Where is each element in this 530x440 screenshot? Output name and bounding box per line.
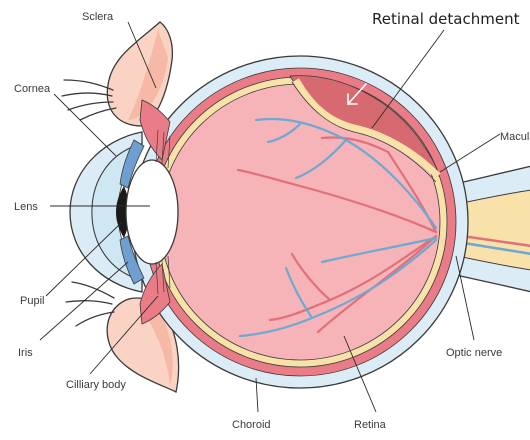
diagram-title: Retinal detachment: [372, 10, 520, 28]
label-retina: Retina: [354, 419, 387, 431]
lower-eyelashes: [66, 282, 114, 326]
label-pupil: Pupil: [20, 295, 44, 307]
label-optic-nerve: Optic nerve: [446, 347, 502, 359]
label-ciliary-body: Cilliary body: [66, 379, 126, 391]
label-lens: Lens: [14, 201, 38, 213]
label-macula: Macula: [500, 131, 530, 143]
label-cornea: Cornea: [14, 83, 51, 95]
label-choroid: Choroid: [232, 419, 271, 431]
label-iris: Iris: [18, 347, 33, 359]
label-sclera: Sclera: [82, 11, 114, 23]
lens: [126, 160, 178, 264]
